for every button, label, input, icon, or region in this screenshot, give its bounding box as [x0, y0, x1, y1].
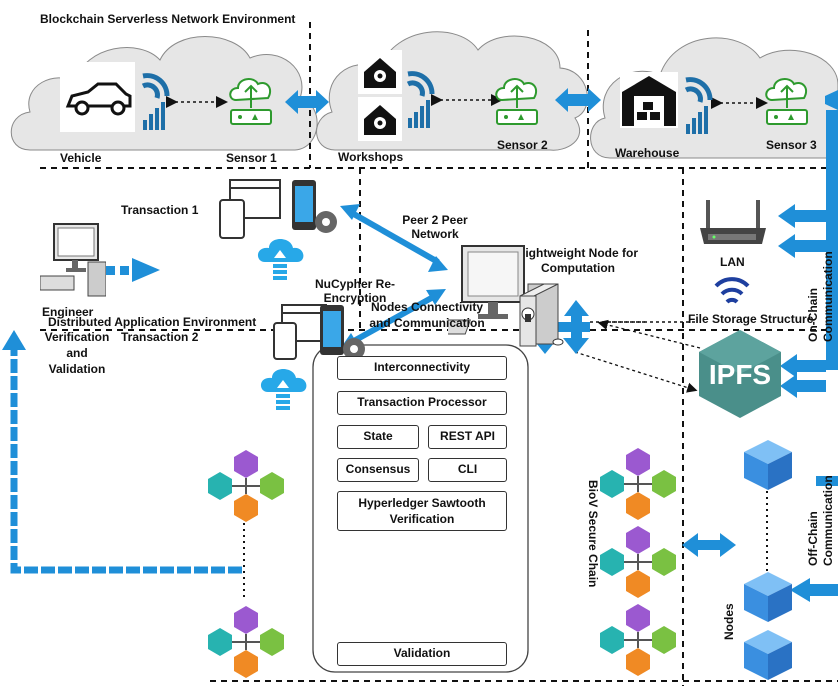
transaction1-label: Transaction 1 — [121, 203, 199, 217]
sensor3-label: Sensor 3 — [766, 138, 817, 152]
nucypher-label-2: Encryption — [323, 291, 387, 305]
verification-label-1: Verification — [44, 330, 110, 344]
engineer-label: Engineer — [42, 305, 94, 319]
nodes-label: Nodes — [722, 603, 736, 640]
on-chain-arrows — [778, 110, 838, 602]
state-box: State — [337, 425, 419, 449]
car-icon — [65, 82, 132, 116]
lan-label: LAN — [720, 255, 745, 269]
sawtooth-verification-box: Hyperledger Sawtooth Verification — [337, 491, 507, 531]
nucypher-label-1: NuCypher Re- — [314, 277, 395, 291]
sawtooth-line-1: Hyperledger Sawtooth — [358, 496, 486, 510]
chain-dotted — [243, 485, 768, 600]
verification-label-2: and — [66, 346, 88, 360]
cloud-link-arrows — [285, 88, 838, 114]
p2p-arrows — [350, 210, 440, 345]
consensus-box: Consensus — [337, 458, 419, 482]
verification-label-3: Validation — [48, 362, 106, 376]
on-chain-label-2: Communication — [821, 251, 835, 342]
sensor1-label: Sensor 1 — [226, 151, 277, 165]
off-chain-label-1: Off-Chain — [806, 511, 820, 566]
lightweight-label-1: Lightweight Node for — [518, 246, 638, 260]
page-title: Blockchain Serverless Network Environmen… — [40, 12, 296, 26]
validation-box: Validation — [337, 642, 507, 666]
file-storage-label: File Storage Structure — [688, 312, 814, 326]
workshops-label: Workshops — [338, 150, 404, 164]
lightweight-label-2: Computation — [541, 261, 615, 275]
warehouse-label: Warehouse — [615, 146, 680, 160]
nodes-conn-label-2: and Communication — [369, 316, 485, 330]
sensor2-label: Sensor 2 — [497, 138, 548, 152]
sawtooth-line-2: Verification — [389, 512, 455, 526]
off-chain-label-2: Communication — [821, 475, 835, 566]
chain-nodes-arrow — [682, 533, 736, 557]
peer-label-1: Peer 2 Peer — [402, 213, 468, 227]
transaction-processor-box: Transaction Processor — [337, 391, 507, 415]
node-ipfs-links — [574, 319, 701, 393]
loop-arrow — [10, 345, 242, 574]
vehicle-card — [60, 62, 135, 132]
transaction2-label: Transaction 2 — [121, 330, 199, 344]
region-dividers — [40, 22, 838, 686]
engineer-arrow — [106, 258, 160, 282]
ipfs-label: IPFS — [708, 359, 772, 390]
cli-box: CLI — [428, 458, 507, 482]
dist-app-env-label: Distributed Application Environment — [48, 315, 257, 329]
nodes-conn-label-1: Nodes Connectivity — [370, 300, 484, 314]
rest-api-box: REST API — [428, 425, 507, 449]
sensor-links — [166, 94, 768, 323]
vehicle-label: Vehicle — [60, 151, 102, 165]
peer-label-2: Network — [411, 227, 459, 241]
interconnectivity-box: Interconnectivity — [337, 356, 507, 380]
loop-arrow-head — [2, 330, 26, 350]
